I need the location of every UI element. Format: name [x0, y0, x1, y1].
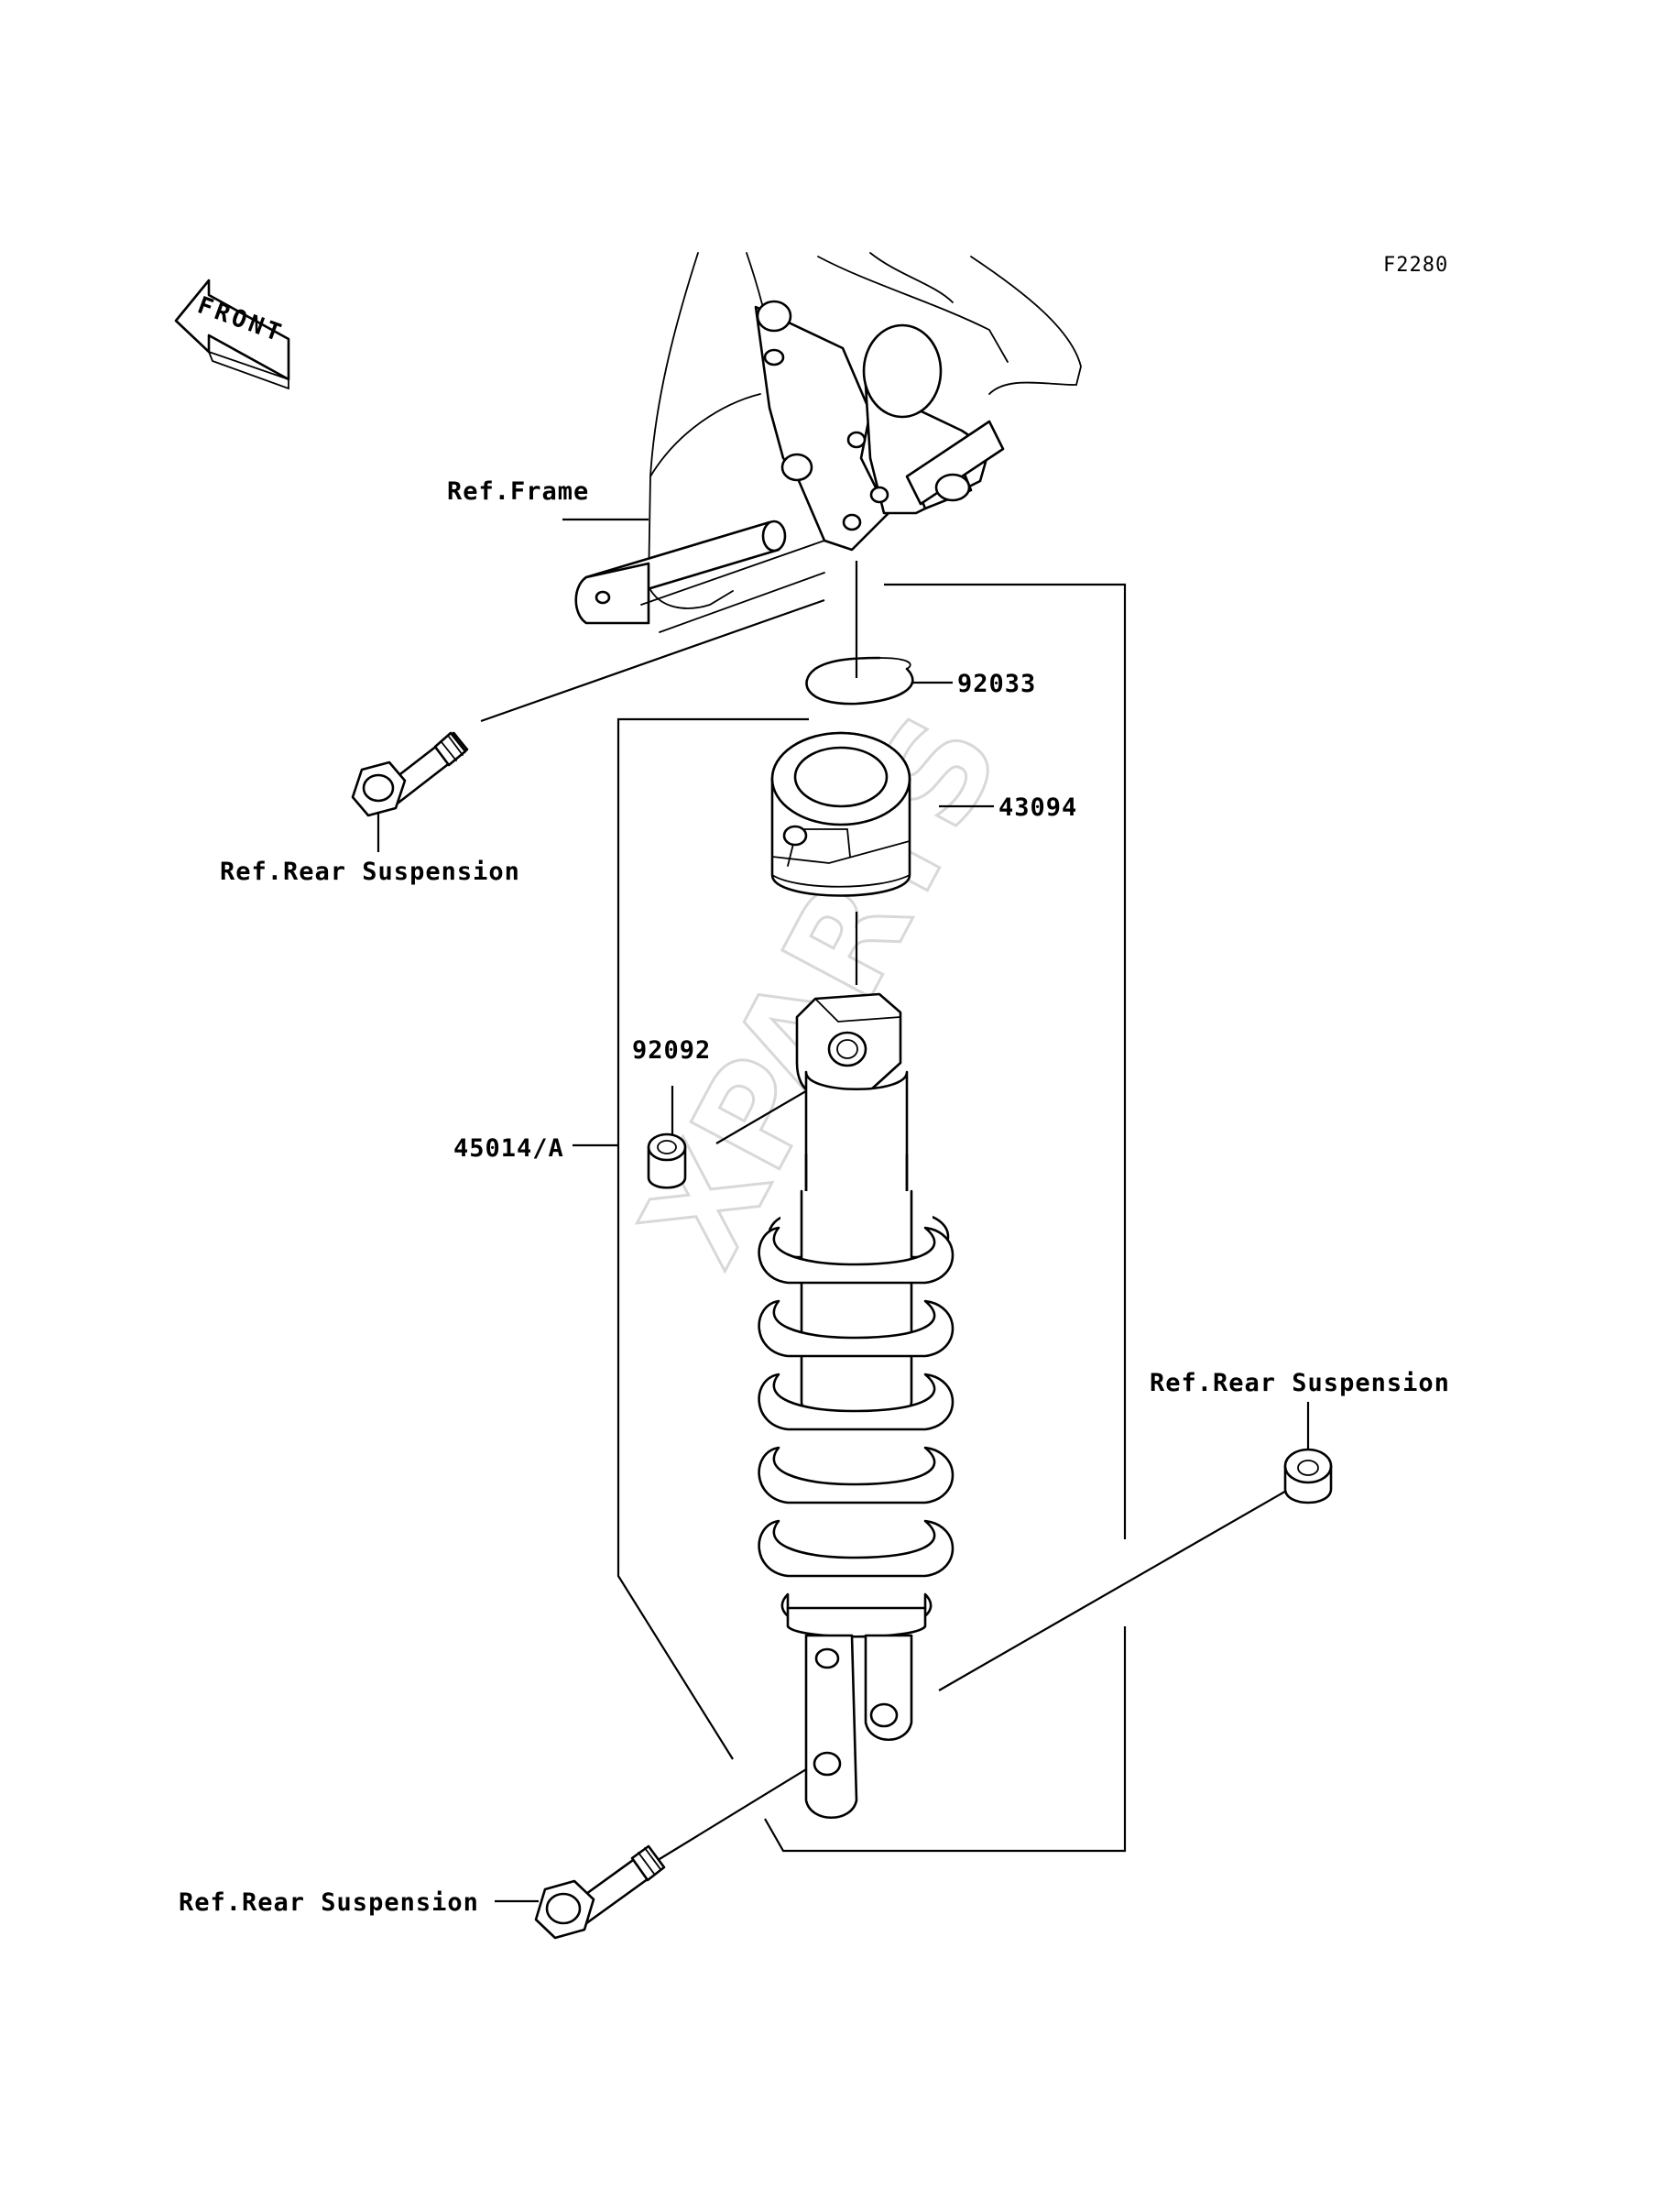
- rear-suspension-bolt-top-icon: [351, 731, 469, 817]
- rear-suspension-nut-icon: [1283, 1448, 1333, 1504]
- shock-absorber-45014a-icon: [758, 992, 955, 1820]
- label-ref-rear-suspension-bottom: Ref.Rear Suspension: [179, 1888, 479, 1917]
- frame-reference: [574, 252, 1082, 633]
- collar-92092-icon: [647, 1132, 687, 1189]
- adjuster-ring-43094-icon: [770, 731, 911, 897]
- circlip-92033-icon: [805, 656, 914, 706]
- leader-lines: [376, 518, 1310, 1903]
- label-92033: 92033: [957, 670, 1036, 698]
- label-ref-rear-suspension-top: Ref.Rear Suspension: [220, 858, 520, 886]
- diagram-code: F2280: [1383, 254, 1448, 277]
- label-ref-frame: Ref.Frame: [447, 477, 589, 506]
- front-arrow-icon: FRONT: [174, 279, 290, 390]
- label-43094: 43094: [998, 793, 1077, 822]
- label-92092: 92092: [632, 1036, 711, 1065]
- rear-suspension-bolt-bottom-icon: [534, 1844, 666, 1940]
- spring-coils: [758, 1226, 955, 1578]
- label-45014a: 45014/A: [453, 1134, 564, 1163]
- label-ref-rear-suspension-nut: Ref.Rear Suspension: [1150, 1369, 1450, 1397]
